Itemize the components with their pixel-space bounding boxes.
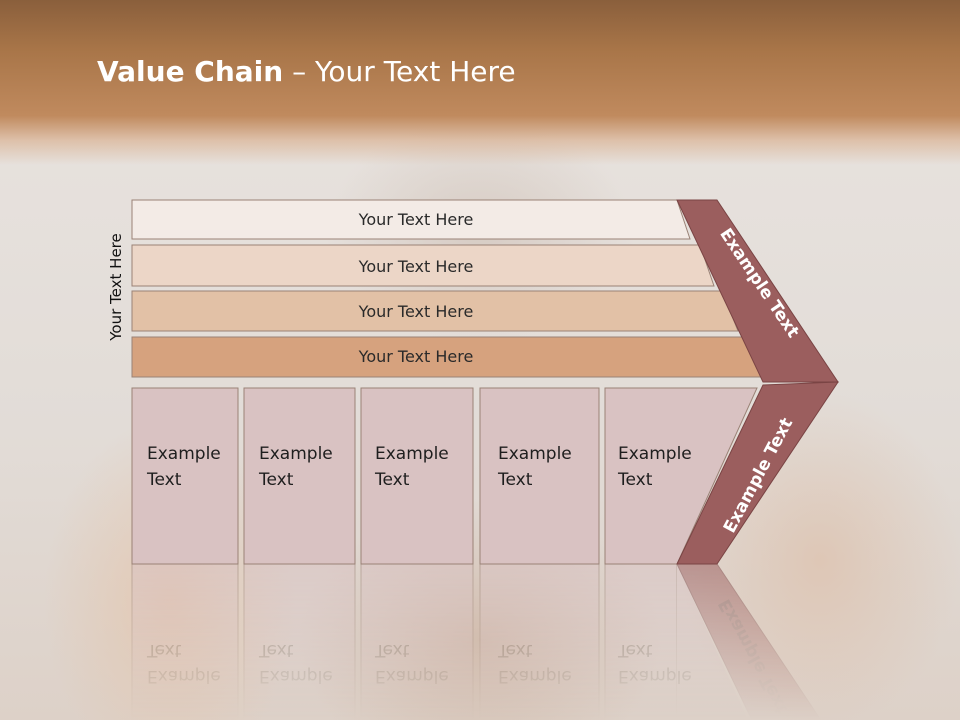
bar-1-label: Your Text Here [358,210,474,229]
reflection-text: Example [498,666,572,686]
box-1-line2: Text [146,470,182,490]
reflection-text: Text [497,640,533,660]
chevron: Example Text Example Text [676,199,839,565]
bar-1 [131,199,691,240]
title-rest: – Your Text Here [283,55,516,88]
bar-2 [131,244,715,287]
reflection-text: Text [374,640,410,660]
bar-3-label: Your Text Here [358,302,474,321]
box-5-line2: Text [617,470,653,490]
box-1 [131,387,239,565]
reflection-box [131,563,239,720]
box-5-line1: Example [618,444,692,464]
box-3-line1: Example [375,444,449,464]
reflection-text: Text [258,640,294,660]
reflection: Example Text Example Text Example Text E… [131,563,822,720]
bar-2-label: Your Text Here [358,257,474,276]
box-2-line1: Example [259,444,333,464]
box-3-line2: Text [374,470,410,490]
box-3 [360,387,474,565]
reflection-text: Example [618,666,692,686]
page-title: Value Chain – Your Text Here [97,55,516,88]
box-4-line1: Example [498,444,572,464]
reflection-text: Example [375,666,449,686]
reflection-box [243,563,356,720]
boxes: Example Text Example Text Example Text E… [131,387,758,565]
reflection-text: Example [147,666,221,686]
box-2 [243,387,356,565]
reflection-text: Text [146,640,182,660]
box-4-line2: Text [497,470,533,490]
reflection-box [479,563,600,720]
reflection-text: Text [617,640,653,660]
box-4 [479,387,600,565]
bars: Your Text Here Your Text Here Your Text … [131,199,763,378]
box-1-line1: Example [147,444,221,464]
chevron-lower [676,381,839,565]
bar-4-label: Your Text Here [358,347,474,366]
box-2-line2: Text [258,470,294,490]
bar-3 [131,290,739,332]
reflection-box [604,563,678,720]
title-bold: Value Chain [97,55,284,88]
reflection-box-tail [677,564,748,720]
reflection-box [360,563,474,720]
reflection-text: Example [259,666,333,686]
header-band [0,0,960,165]
